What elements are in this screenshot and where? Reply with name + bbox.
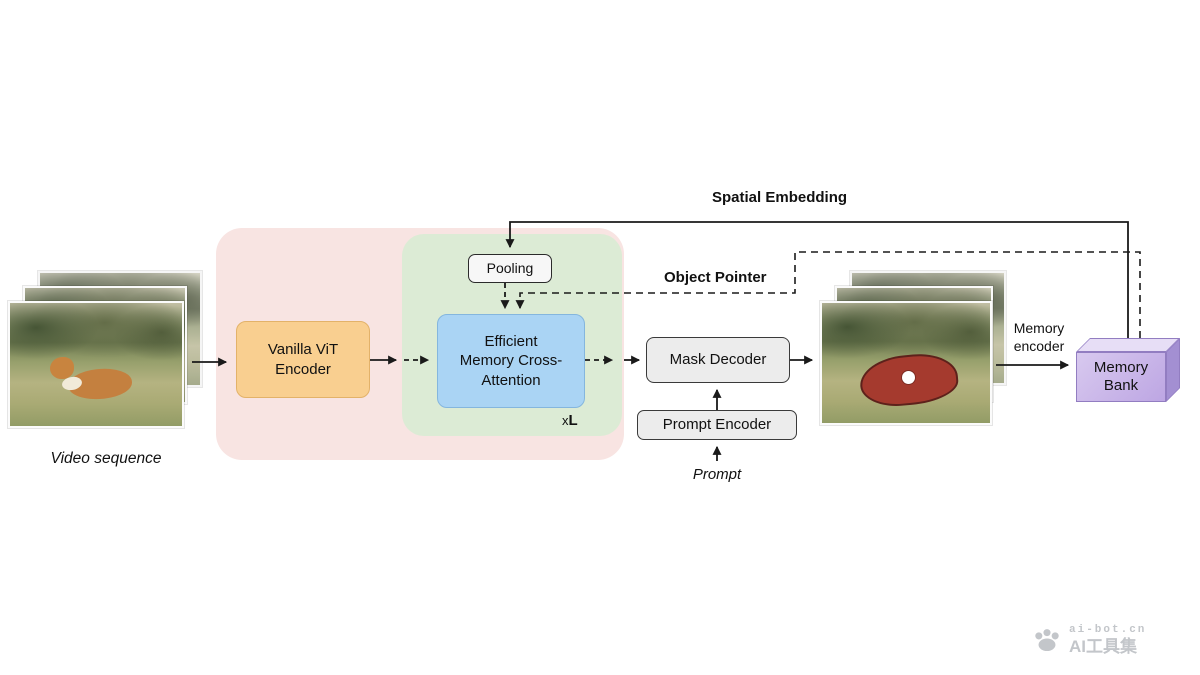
memory-encoder-label: Memory encoder [1013,320,1065,354]
watermark: ai-bot.cn AI工具集 [1032,624,1146,656]
watermark-site: ai-bot.cn [1069,624,1147,636]
click-point-marker [902,371,915,384]
video-sequence-label: Video sequence [50,450,162,467]
object-pointer-label: Object Pointer [664,269,767,286]
corgi-head [50,357,74,379]
mask-decoder-block: Mask Decoder [646,337,790,383]
prompt-label: Prompt [692,466,742,483]
x-multiplier: x [562,413,569,428]
output-frame-front [820,301,992,425]
xl-repeat-label: xL [562,412,578,429]
efficient-memory-cross-attention-block: Efficient Memory Cross- Attention [437,314,585,408]
pooling-block: Pooling [468,254,552,283]
paw-icon [1035,629,1059,652]
prompt-encoder-block: Prompt Encoder [637,410,797,440]
vanilla-vit-encoder-block: Vanilla ViT Encoder [236,321,370,398]
memory-bank-block: Memory Bank [1076,352,1166,402]
watermark-name: AI工具集 [1069,636,1137,656]
spatial-embedding-label: Spatial Embedding [712,189,848,206]
l-multiplier: L [568,412,578,429]
input-frame-front [8,301,184,428]
watermark-text: ai-bot.cn AI工具集 [1069,624,1146,656]
memory-bank-top-face [1076,338,1180,352]
